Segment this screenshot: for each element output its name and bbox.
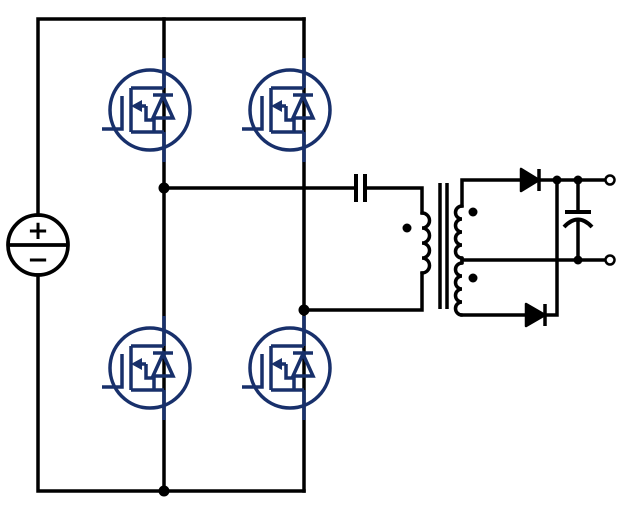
source-minus-label: − <box>27 245 49 275</box>
output-terminal-bottom <box>604 254 616 266</box>
secondary-top-wire <box>460 178 523 208</box>
dc-blocking-capacitor <box>354 174 367 202</box>
junction-center-rail-cap <box>573 255 583 265</box>
rectifier-diode-bottom <box>524 302 547 328</box>
secondary-lower-polarity-dot <box>468 273 478 283</box>
secondary-upper-polarity-dot <box>468 207 478 217</box>
mosfet-bottom-right <box>240 314 332 422</box>
bottom-diode-riser-wire <box>543 178 559 317</box>
source-plus-label: + <box>27 216 49 246</box>
bottom-rail <box>36 273 306 493</box>
mosfet-top-left <box>100 56 192 164</box>
cap-to-primary-wire <box>363 186 424 215</box>
junction-left-midpoint <box>158 182 170 194</box>
secondary-upper-winding <box>453 204 464 260</box>
junction-bottom-rail <box>158 485 170 497</box>
mosfet-bottom-left <box>100 314 192 422</box>
primary-polarity-dot <box>402 223 412 233</box>
junction-top-rail-riser <box>552 175 562 185</box>
mosfet-top-right <box>240 56 332 164</box>
transformer-core <box>438 183 449 309</box>
rectifier-diode-top <box>519 167 541 193</box>
center-tapped-transformer <box>402 183 478 317</box>
primary-return-wire <box>302 271 424 312</box>
junction-top-rail-cap <box>573 175 583 185</box>
junction-right-midpoint <box>298 304 310 316</box>
dc-voltage-source: + − <box>6 213 70 277</box>
output-terminal-top <box>604 174 616 186</box>
secondary-lower-winding <box>453 261 464 317</box>
output-filter-capacitor <box>562 210 594 229</box>
primary-winding <box>420 211 432 275</box>
top-rail <box>36 17 306 217</box>
